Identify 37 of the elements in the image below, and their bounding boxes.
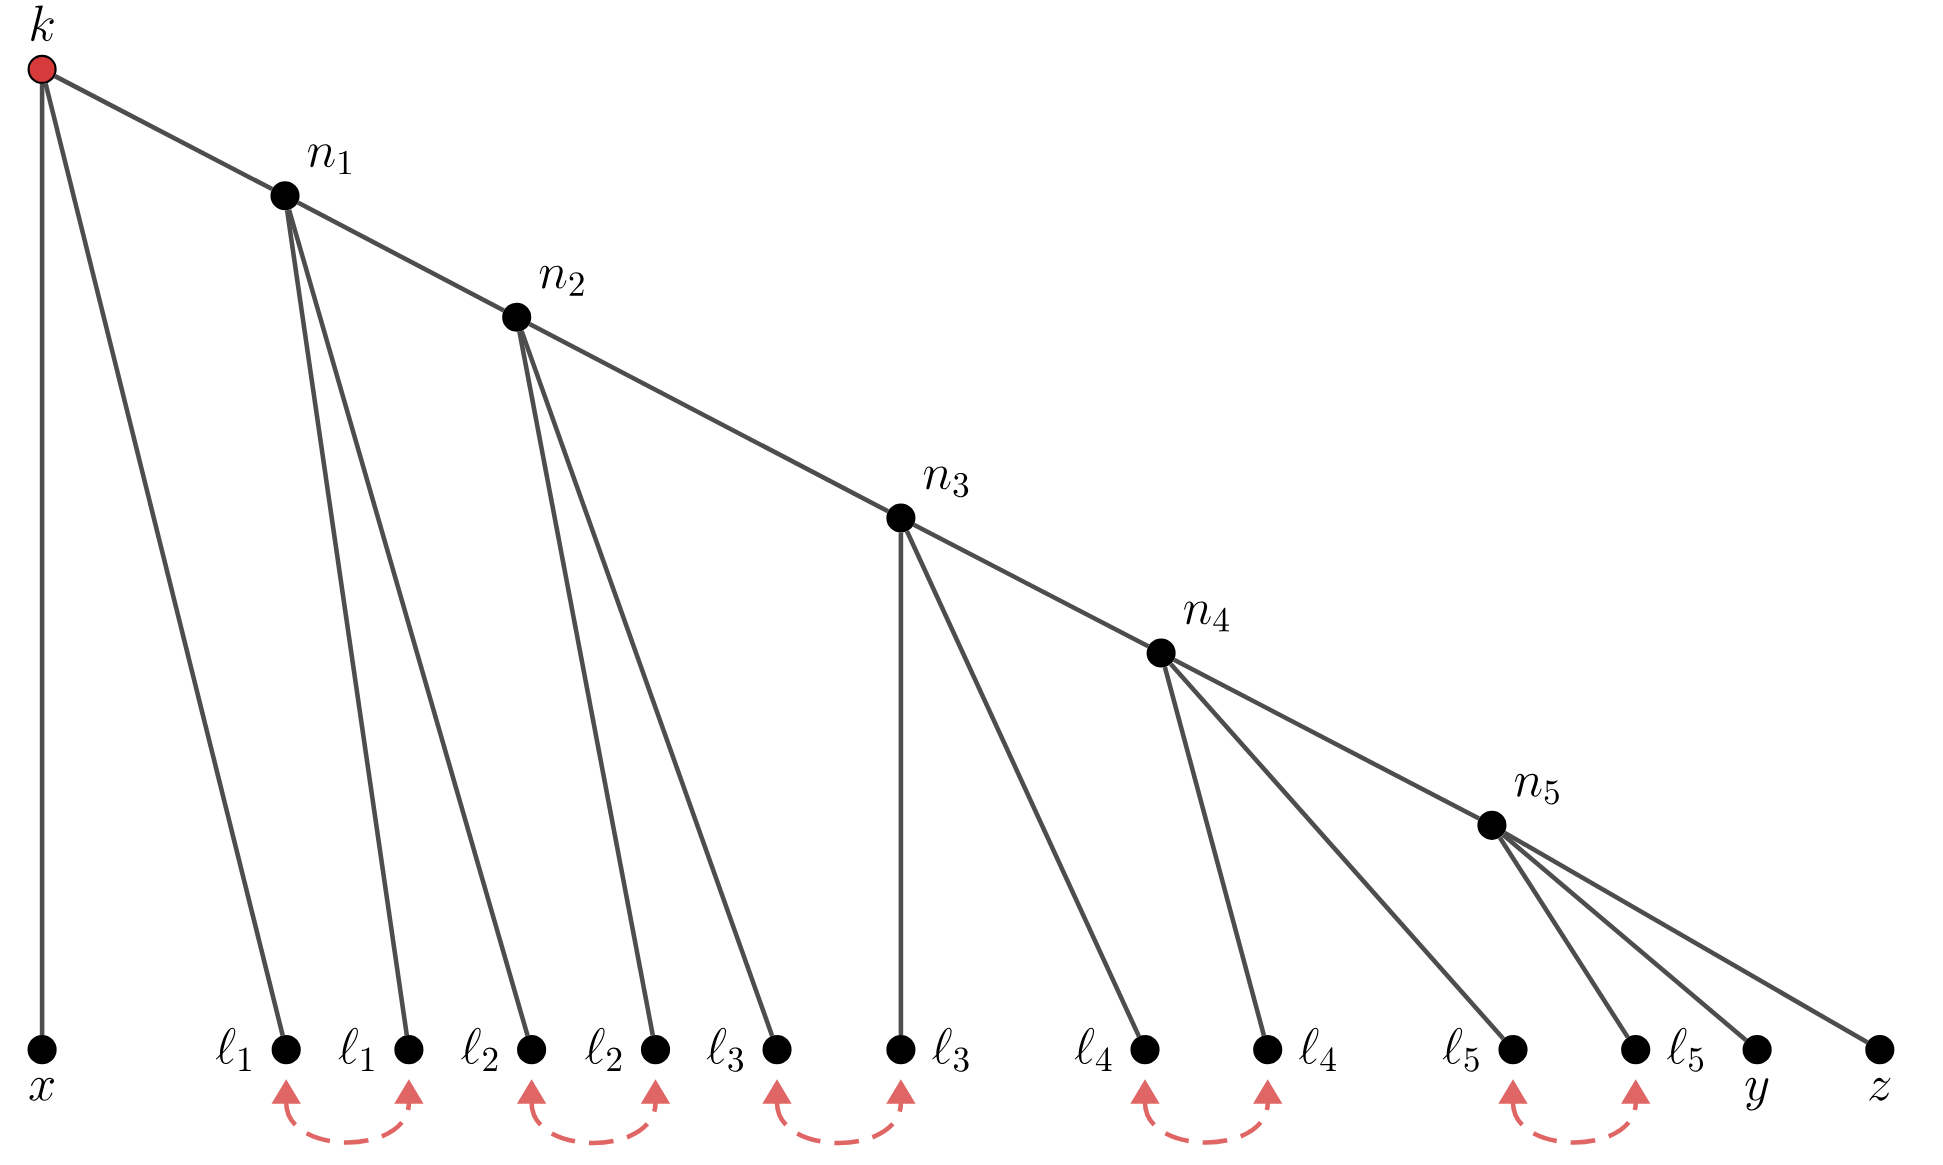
tree-edge <box>1169 662 1506 1041</box>
tree-edge <box>1501 832 1748 1042</box>
node-label: $n_1$ <box>307 144 351 175</box>
node-label: $\ell_1$ <box>338 1027 374 1071</box>
tree-edge <box>1497 836 1630 1039</box>
node-label: $k$ <box>31 5 54 42</box>
tree-edge <box>296 200 505 313</box>
node-label: $\ell_2$ <box>585 1027 622 1071</box>
tree-edge <box>912 522 1150 649</box>
node-label: $\ell_2$ <box>461 1027 498 1071</box>
node-label: $z$ <box>1869 1077 1891 1101</box>
tree-edge <box>1503 830 1869 1045</box>
node-label: $\ell_4$ <box>1074 1027 1112 1071</box>
tree-edge <box>286 209 530 1037</box>
node-label: $n_5$ <box>1514 773 1559 805</box>
node-label: $x$ <box>29 1077 55 1101</box>
node-label: $y$ <box>1745 1077 1769 1111</box>
node-label: $\ell_5$ <box>1442 1027 1479 1072</box>
tree-edge <box>1162 666 1267 1037</box>
node-label: $\ell_3$ <box>932 1027 969 1072</box>
tree-edge <box>53 74 274 192</box>
node-label: $\ell_4$ <box>1299 1027 1336 1071</box>
node-label: $n_3$ <box>923 466 969 498</box>
tree-edge <box>898 532 904 1036</box>
tree-edge <box>528 321 890 514</box>
tree-edge <box>517 331 656 1036</box>
node-label: $n_2$ <box>539 265 584 296</box>
node-label: $\ell_5$ <box>1667 1027 1704 1072</box>
tree-edge <box>39 83 45 1036</box>
node-label: $\ell_1$ <box>215 1027 251 1071</box>
tree-edge <box>284 209 410 1036</box>
tree-edge <box>519 330 775 1037</box>
tree-edge <box>1172 657 1481 821</box>
tree-edge <box>43 83 285 1037</box>
tree-edge <box>904 530 1141 1038</box>
node-label: $\ell_3$ <box>706 1027 743 1072</box>
node-label: $n_4$ <box>1184 601 1229 632</box>
